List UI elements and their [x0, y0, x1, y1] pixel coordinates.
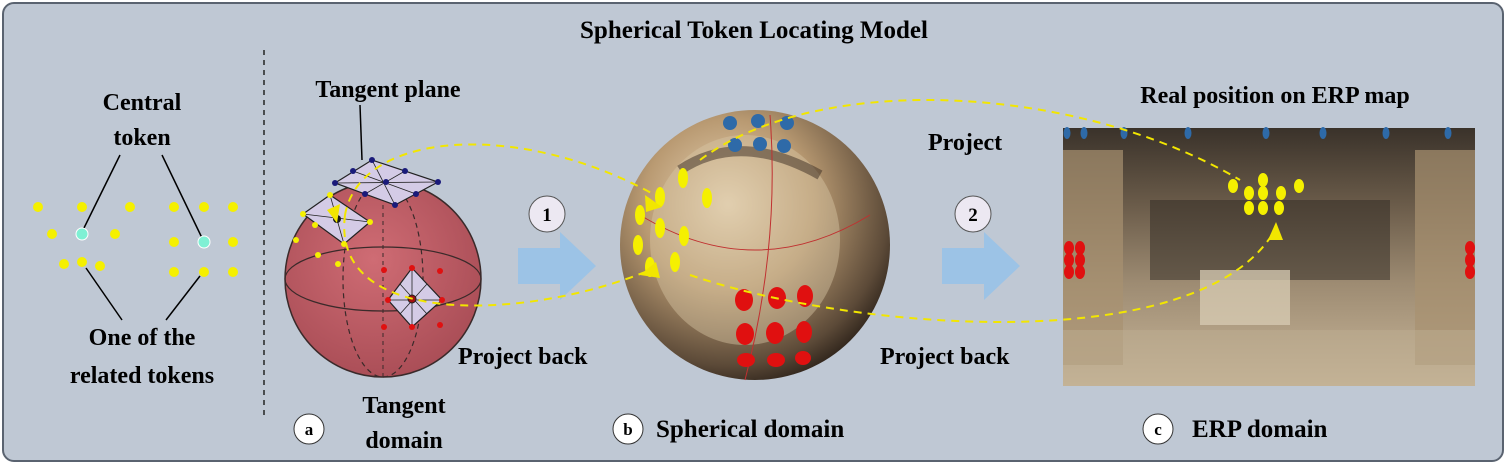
central-pointer-1	[81, 154, 121, 233]
tangent-plane-pointer	[359, 104, 363, 161]
projection-paths	[343, 99, 1276, 323]
central-token-label-line2: token	[113, 125, 170, 151]
central-token-dot-2	[197, 235, 211, 249]
badge-b-text: b	[623, 420, 632, 439]
central-token-label-line1: Central	[103, 90, 182, 116]
tangent-plane-lower	[381, 265, 445, 330]
token-cluster-1	[33, 202, 135, 271]
central-pointer-2	[161, 154, 204, 241]
erp-domain-label: ERP domain	[1192, 416, 1328, 443]
related-pointer-2	[165, 275, 201, 321]
badge-c	[1142, 413, 1174, 445]
erp-yellow-tokens	[1228, 173, 1304, 215]
erp-red-tokens-left	[1064, 241, 1085, 279]
badge-a-text: a	[305, 420, 314, 439]
tangent-domain-label-line1: Tangent	[362, 393, 445, 419]
step-2-arrow	[942, 232, 1020, 300]
related-tokens-label-line2: related tokens	[70, 363, 214, 389]
real-position-label: Real position on ERP map	[1140, 83, 1409, 109]
spherical-domain-label: Spherical domain	[656, 416, 844, 443]
token-cluster-2	[169, 202, 238, 277]
project-back-label-2: Project back	[880, 344, 1010, 370]
spherical-image-sphere	[620, 110, 890, 381]
badge-b	[612, 413, 644, 445]
step-2-text: 2	[968, 205, 978, 226]
badge-c-text: c	[1154, 420, 1162, 439]
tangent-plane-top	[332, 157, 441, 208]
erp-blue-tokens	[1063, 127, 1452, 139]
projection-arrowheads	[327, 195, 1283, 278]
erp-panorama-image	[1063, 128, 1475, 386]
central-token-dot	[75, 227, 89, 241]
step-2-badge	[954, 195, 992, 233]
tangent-plane-label: Tangent plane	[315, 77, 461, 103]
related-tokens-label-line1: One of the	[89, 325, 196, 351]
step-1-arrow	[518, 232, 596, 300]
project-label: Project	[928, 130, 1002, 156]
step-1-badge	[528, 195, 566, 233]
step-1-text: 1	[542, 205, 552, 226]
diagram-title: Spherical Token Locating Model	[580, 17, 928, 44]
sphere-blue-tokens	[723, 114, 794, 153]
erp-red-tokens-right	[1465, 241, 1475, 279]
tangent-domain-label-line2: domain	[365, 428, 442, 454]
related-pointer-1	[85, 267, 123, 321]
project-back-label-1: Project back	[458, 344, 588, 370]
badge-a	[293, 413, 325, 445]
